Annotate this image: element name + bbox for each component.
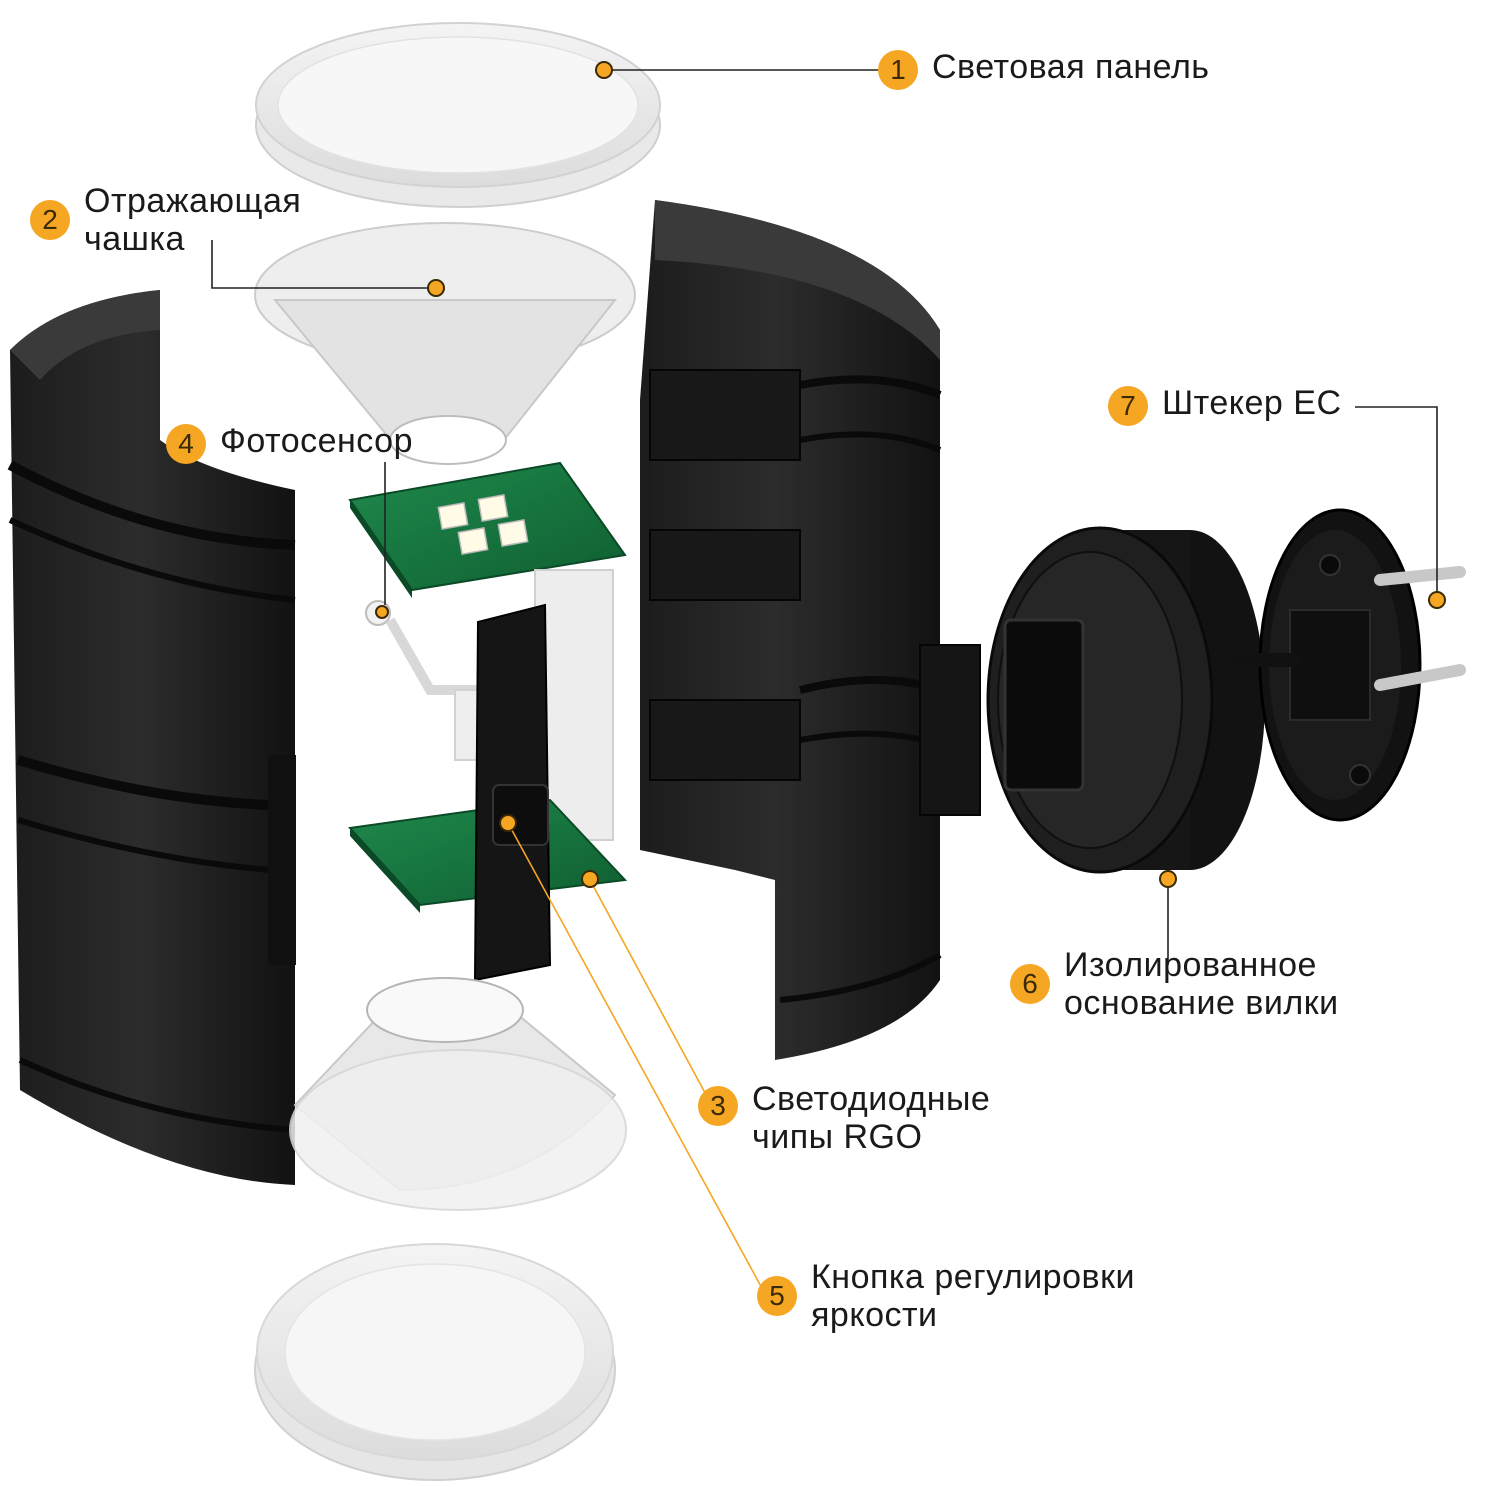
callout-7-badge: 7 bbox=[1108, 386, 1148, 426]
callout-7-line-1: Штекер ЕС bbox=[1162, 384, 1342, 422]
anchor-dot-4 bbox=[375, 605, 389, 619]
callout-4-badge: 4 bbox=[166, 424, 206, 464]
anchor-dot-5 bbox=[499, 814, 517, 832]
callout-6-line-1: Изолированное bbox=[1064, 946, 1317, 984]
callout-5-text: Кнопка регулировки яркости bbox=[811, 1258, 1135, 1334]
light-panel-top bbox=[255, 22, 661, 208]
leader-lines bbox=[211, 69, 1438, 1291]
callout-6-line-2: основание вилки bbox=[1064, 984, 1339, 1022]
anchor-dots bbox=[375, 61, 1446, 888]
eu-plug bbox=[1232, 508, 1466, 822]
callout-3: 3 Светодиодные чипы RGO bbox=[698, 1080, 990, 1156]
callout-5-badge: 5 bbox=[757, 1276, 797, 1316]
callout-3-badge: 3 bbox=[698, 1086, 738, 1126]
callout-4-line-1: Фотосенсор bbox=[220, 422, 413, 460]
callout-3-line-1: Светодиодные bbox=[752, 1080, 991, 1118]
callout-3-line-2: чипы RGO bbox=[752, 1118, 923, 1156]
callout-5-line-1: Кнопка регулировки bbox=[811, 1258, 1135, 1296]
light-panel-bottom bbox=[254, 1243, 616, 1481]
callout-7-text: Штекер ЕС bbox=[1162, 384, 1342, 422]
callout-3-text: Светодиодные чипы RGO bbox=[752, 1080, 990, 1156]
leader-line-7 bbox=[1355, 406, 1438, 598]
callout-1: 1 Световая панель bbox=[878, 48, 1210, 90]
brightness-button-plate bbox=[473, 603, 552, 982]
leader-line-2 bbox=[211, 240, 436, 289]
reflector-cup-bottom bbox=[289, 977, 627, 1211]
insulated-plug-base bbox=[986, 526, 1265, 874]
callout-4-text: Фотосенсор bbox=[220, 422, 413, 460]
leader-line-3 bbox=[589, 879, 711, 1103]
callout-2: 2 Отражающая чашка bbox=[30, 182, 301, 258]
callout-6-badge: 6 bbox=[1010, 964, 1050, 1004]
anchor-dot-1 bbox=[595, 61, 613, 79]
callout-6-text: Изолированное основание вилки bbox=[1064, 946, 1339, 1022]
led-board-top bbox=[348, 461, 627, 598]
callout-7: 7 Штекер ЕС bbox=[1108, 384, 1342, 426]
callout-2-line-1: Отражающая bbox=[84, 182, 302, 220]
callout-1-text: Световая панель bbox=[932, 48, 1210, 86]
anchor-dot-7 bbox=[1428, 591, 1446, 609]
housing-left-half bbox=[7, 290, 296, 1185]
reflector-cup-top bbox=[254, 222, 636, 465]
anchor-dot-3 bbox=[581, 870, 599, 888]
callout-1-badge: 1 bbox=[878, 50, 918, 90]
callout-6: 6 Изолированное основание вилки bbox=[1010, 946, 1339, 1022]
housing-right-half bbox=[640, 200, 981, 1060]
callout-2-line-2: чашка bbox=[84, 220, 185, 258]
leader-line-5 bbox=[507, 822, 764, 1291]
callout-1-line-1: Световая панель bbox=[932, 48, 1210, 86]
callout-2-badge: 2 bbox=[30, 200, 70, 240]
callout-4: 4 Фотосенсор bbox=[166, 422, 413, 464]
anchor-dot-6 bbox=[1159, 870, 1177, 888]
anchor-dot-2 bbox=[427, 279, 445, 297]
callout-5-line-2: яркости bbox=[811, 1296, 938, 1334]
callout-2-text: Отражающая чашка bbox=[84, 182, 301, 258]
callout-5: 5 Кнопка регулировки яркости bbox=[757, 1258, 1135, 1334]
